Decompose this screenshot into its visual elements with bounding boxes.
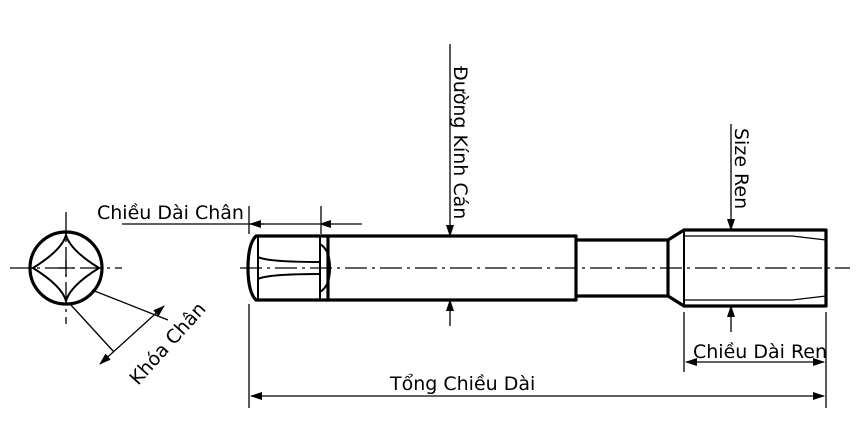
thread-size-label: Size Ren [730, 128, 752, 209]
key-extension-1 [91, 289, 169, 321]
key-extension-2 [69, 303, 115, 353]
thread-length-label: Chiều Dài Ren [693, 341, 827, 363]
square-flats [257, 256, 321, 280]
thread-chamfer-bottom [791, 295, 827, 301]
thread-chamfer-top [791, 235, 827, 241]
tap-body [240, 228, 850, 308]
thread-section [666, 228, 828, 308]
overall-length-dimension: Tổng Chiều Dài [248, 304, 825, 408]
overall-length-label: Tổng Chiều Dài [389, 373, 535, 395]
shank-length-label: Chiều Dài Chân [97, 202, 244, 224]
square-chamfer [319, 243, 332, 293]
square-key-outline [31, 231, 101, 305]
neck [574, 238, 670, 298]
square-shank [246, 234, 330, 302]
key-dimension-line [99, 305, 165, 365]
thread-size-dimension: Size Ren [727, 124, 752, 332]
square-key-label: Khóa Chân [125, 298, 210, 389]
shank-length-dimension: Chiều Dài Chân [97, 202, 362, 234]
square-center-mark [58, 260, 74, 276]
shank-diameter-dimension: Đường Kính Cán [446, 44, 471, 326]
shank-diameter-label: Đường Kính Cán [449, 66, 471, 219]
thread-length-dimension: Chiều Dài Ren [683, 312, 827, 408]
end-view: Khóa Chân [10, 212, 211, 389]
